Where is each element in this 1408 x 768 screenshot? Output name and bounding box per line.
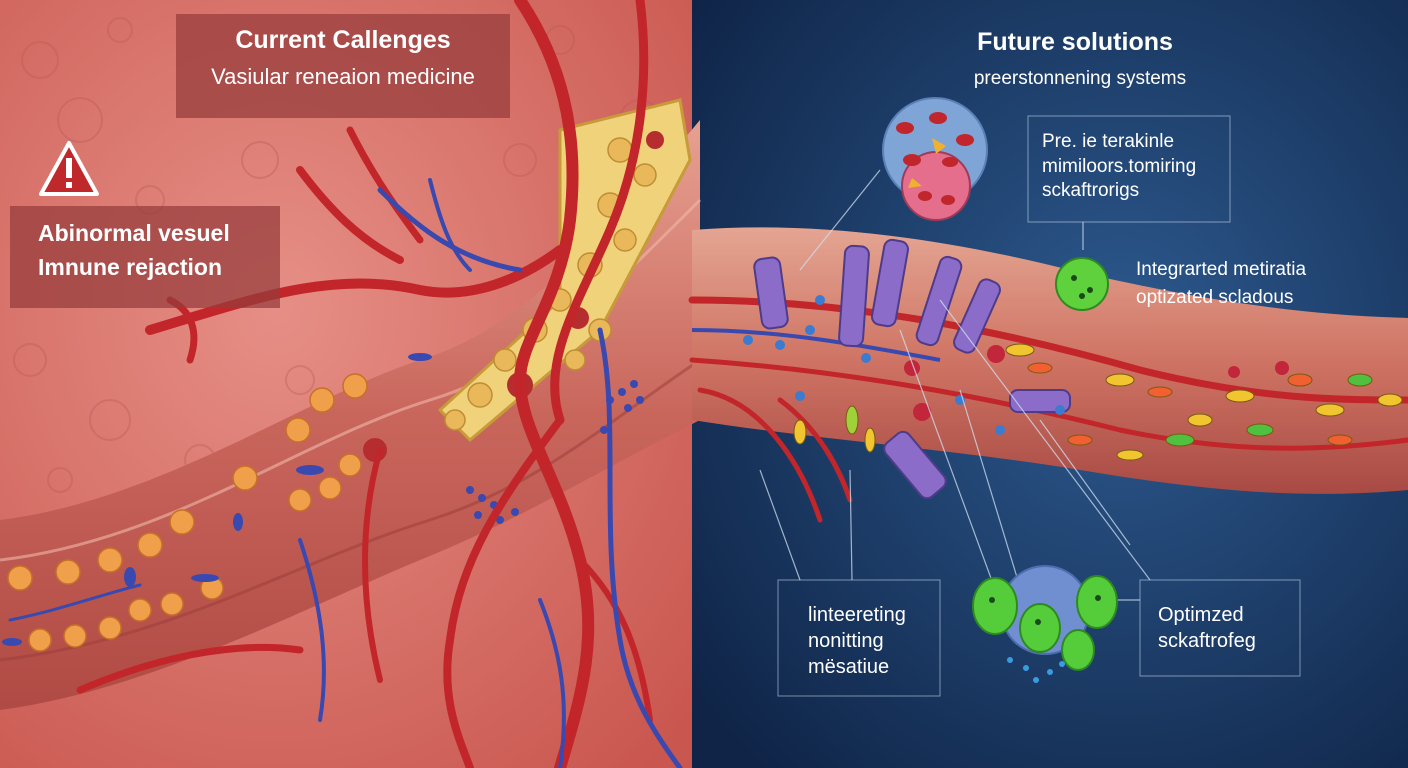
callout-top-line-3: sckaftrorigs [1042,180,1140,202]
left-subtitle: Vasiular reneaion medicine [211,64,475,89]
right-engineered-vessel [692,227,1408,494]
callout-mid-line-2: optizated scladous [1136,286,1294,308]
callout-bottom-left: linteereting nonitting mësatiue [808,602,906,680]
cell-cluster-bottom [972,565,1118,683]
challenge-line-1: Abinormal vesuel [38,220,230,246]
left-main-vessel [0,120,700,710]
callout-br-line-2: sckaftrofeg [1158,630,1256,652]
right-title: Future solutions [977,28,1173,56]
warning-icon [39,141,99,196]
callout-mid-line-1: Integrarted metiratia [1136,259,1307,280]
callout-top: Pre. ie terakinle mimiloors.tomiring sck… [1042,130,1196,204]
green-cell [1055,257,1109,311]
callout-bl-line-2: nonitting [808,630,884,652]
callout-bl-line-1: linteereting [808,604,906,626]
callout-mid: Integrarted metiratia optizated scladous [1136,256,1306,311]
challenge-box: Abinormal vesuel Imnune rejaction [10,206,280,308]
callout-bl-line-3: mësatiue [808,656,890,678]
right-subtitle: preerstonnening systems [973,68,1187,89]
callout-top-line-2: mimiloors.tomiring [1042,155,1197,177]
callout-top-line-1: Pre. ie terakinle [1042,131,1175,152]
callout-bottom-right: Optimzed sckaftrofeg [1158,602,1256,654]
challenge-line-2: Imnune rejaction [38,254,223,280]
callout-br-line-1: Optimzed [1158,604,1244,626]
left-title: Current Callenges [235,26,451,54]
cell-sphere-top [882,97,988,221]
left-title-box: Current Callenges Vasiular reneaion medi… [176,14,510,118]
